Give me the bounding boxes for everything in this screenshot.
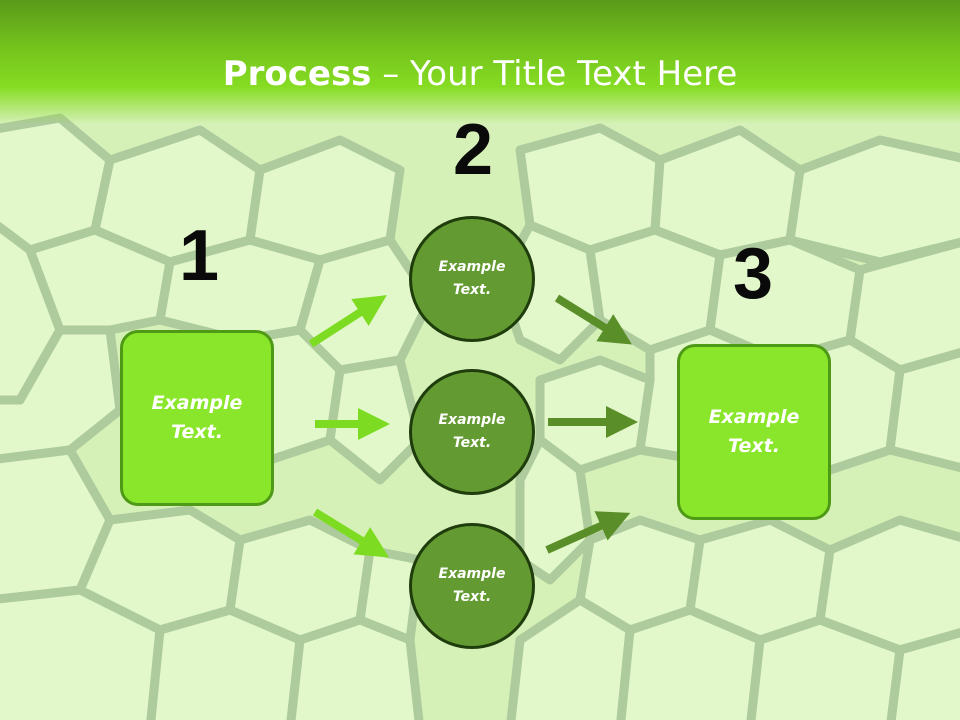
step-2-circle-bottom: Example Text. <box>409 523 535 649</box>
step-3-text: Example Text. <box>708 406 800 457</box>
circle-text-top: Example Text. <box>438 259 506 298</box>
step-3-box: Example Text. <box>677 344 831 520</box>
title-bold: Process <box>222 54 372 94</box>
step-2-circle-middle: Example Text. <box>409 369 535 495</box>
arrow-down-right-dark-icon <box>554 294 632 345</box>
circle-text-middle: Example Text. <box>438 412 506 451</box>
circle-text-bottom: Example Text. <box>438 566 506 605</box>
arrow-up-right-icon <box>308 295 387 348</box>
title-bar <box>0 0 960 124</box>
arrow-up-right-dark-icon <box>545 511 631 554</box>
step-1-box: Example Text. <box>120 330 274 506</box>
step-2-circle-top: Example Text. <box>409 216 535 342</box>
page-title: Process – Your Title Text Here <box>0 52 960 96</box>
step-number-1: 1 <box>178 216 220 296</box>
step-number-2: 2 <box>452 110 494 190</box>
arrow-down-right-icon <box>312 508 390 558</box>
title-rest: – Your Title Text Here <box>371 54 738 94</box>
step-1-text: Example Text. <box>151 392 243 443</box>
step-number-3: 3 <box>732 234 774 314</box>
